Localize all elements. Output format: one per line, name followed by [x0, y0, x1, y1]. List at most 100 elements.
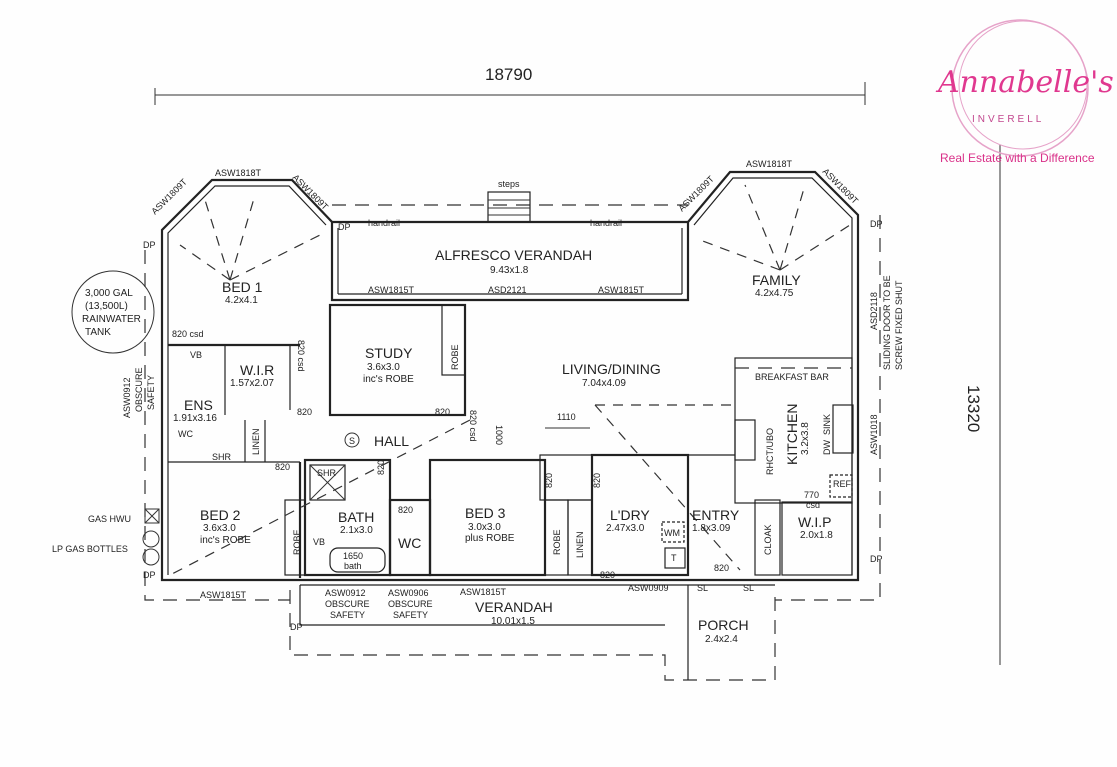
- labels-d820csd-label: 820 csd: [172, 329, 204, 339]
- labels-dp-label: DP: [338, 222, 351, 232]
- labels-bath-label: bath: [344, 561, 362, 571]
- rainwater-tank: 3,000 GAL (13,500L) RAINWATER TANK: [71, 270, 155, 354]
- labels-sl-label: SL: [697, 583, 708, 593]
- labels-dp-label: DP: [870, 219, 883, 229]
- labels-asw1018-label: ASW1018: [869, 414, 879, 455]
- labels-linen-label: LINEN: [575, 531, 585, 558]
- room-bath: BATH: [338, 509, 374, 525]
- labels-sink-label: SINK: [822, 414, 832, 435]
- room-entry: ENTRY: [692, 507, 740, 523]
- labels-robe-label: ROBE: [292, 529, 302, 555]
- labels-vb-label: VB: [313, 537, 325, 547]
- labels-asw1815t-label: ASW1815T: [200, 590, 247, 600]
- labels-tank1-label: 3,000 GAL: [85, 288, 133, 299]
- labels-tr-label: T: [671, 553, 677, 563]
- room-wc: WC: [398, 535, 421, 551]
- bed3-note-label: plus ROBE: [465, 533, 515, 544]
- labels-asw1809t-label: ASW1809T: [821, 166, 861, 206]
- room-study: STUDY: [365, 345, 413, 361]
- entry-size-label: 1.8x3.09: [692, 523, 731, 534]
- room-ldry: L'DRY: [610, 507, 650, 523]
- overall-depth-dimension: 13320: [964, 145, 1001, 665]
- labels-d1000-label: 1000: [494, 425, 504, 445]
- labels-asw1818t-label: ASW1818T: [746, 159, 793, 169]
- logo-tagline-label: Real Estate with a Difference: [940, 151, 1095, 165]
- labels-asw0912-label: ASW0912: [122, 377, 132, 418]
- room-wip: W.I.P: [798, 514, 831, 530]
- labels-d820csd-label: 820 csd: [468, 410, 478, 442]
- bed2-note-label: inc's ROBE: [200, 535, 251, 546]
- wip-size-label: 2.0x1.8: [800, 530, 833, 541]
- interior-walls: [168, 303, 854, 578]
- labels-dp-label: DP: [143, 240, 156, 250]
- labels-tank2-label: (13,500L): [85, 301, 128, 312]
- labels-ref-label: REF: [833, 479, 852, 489]
- bed1-size-label: 4.2x4.1: [225, 295, 258, 306]
- labels-shr-label: SHR: [212, 452, 232, 462]
- labels-d820-label: 820: [714, 563, 729, 573]
- room-bed2: BED 2: [200, 507, 241, 523]
- labels-d820-label: 820: [544, 473, 554, 488]
- room-hall: HALL: [374, 433, 409, 449]
- room-family: FAMILY: [752, 272, 801, 288]
- labels-asw0909-label: ASW0909: [628, 583, 669, 593]
- labels-d820-label: 820: [297, 407, 312, 417]
- labels-csd-label: csd: [806, 500, 820, 510]
- ldry-size-label: 2.47x3.0: [606, 523, 645, 534]
- labels-asw1815t-label: ASW1815T: [598, 285, 645, 295]
- room-bed3: BED 3: [465, 505, 506, 521]
- labels-asw1809t-label: ASW1809T: [149, 176, 189, 216]
- dimensions-width-label: 18790: [485, 65, 532, 84]
- labels-dp-label: DP: [870, 554, 883, 564]
- labels-obscure-label: OBSCURE: [134, 367, 144, 412]
- labels-shr-label: SHR: [317, 468, 337, 478]
- labels-sl-label: SL: [743, 583, 754, 593]
- labels-rh-label: RHCT/UBO: [765, 428, 775, 475]
- labels-tank4-label: TANK: [85, 327, 111, 338]
- lp-gas-bottles: LP GAS BOTTLES: [52, 530, 160, 566]
- labels-dw-label: DW: [822, 440, 832, 455]
- labels-obscure-label: OBSCURE: [388, 599, 433, 609]
- labels-smoke-label: S: [349, 436, 355, 446]
- labels-asw1809t-label: ASW1809T: [676, 173, 716, 213]
- labels-dp-label: DP: [290, 622, 303, 632]
- labels-tank3-label: RAINWATER: [82, 314, 141, 325]
- alfresco-size-label: 9.43x1.8: [490, 265, 529, 276]
- labels-asd2121-label: ASD2121: [488, 285, 527, 295]
- study-size-label: 3.6x3.0: [367, 362, 400, 373]
- ens-size-label: 1.91x3.16: [173, 413, 217, 424]
- bath-size-label: 2.1x3.0: [340, 525, 373, 536]
- family-size-label: 4.2x4.75: [755, 288, 794, 299]
- gas-hwu: GAS HWU: [88, 508, 160, 524]
- eaves-outline: [144, 204, 881, 601]
- labels-d820-label: 820: [600, 570, 615, 580]
- agency-logo: Annabelle's INVERELL Real Estate with a …: [935, 19, 1114, 165]
- living-size-label: 7.04x4.09: [582, 378, 626, 389]
- labels-breakfast-bar-label: BREAKFAST BAR: [755, 372, 829, 382]
- labels-cloak-label: CLOAK: [763, 524, 773, 555]
- bed3-size-label: 3.0x3.0: [468, 522, 501, 533]
- labels-dp-label: DP: [143, 570, 156, 580]
- labels-lp-gas-label: LP GAS BOTTLES: [52, 544, 128, 554]
- room-ens: ENS: [184, 397, 213, 413]
- room-wir: W.I.R: [240, 362, 274, 378]
- labels-d820-label: 820: [592, 473, 602, 488]
- labels-gas-hwu-label: GAS HWU: [88, 514, 131, 524]
- room-porch: PORCH: [698, 617, 749, 633]
- window-door-annotations: steps handrail handrail DP DP DP DP DP D…: [122, 159, 904, 632]
- labels-d820-label: 820: [376, 460, 386, 475]
- labels-linen-label: LINEN: [251, 428, 261, 455]
- labels-wc-label: WC: [178, 429, 193, 439]
- labels-sliding2-label: SCREW FIXED SHUT: [894, 280, 904, 370]
- porch-size-label: 2.4x2.4: [705, 634, 738, 645]
- labels-handrail-label: handrail: [368, 218, 400, 228]
- labels-d820csd-label: 820 csd: [296, 340, 306, 372]
- kitchen-size-label: 3.2x3.8: [800, 422, 811, 455]
- labels-safety-label: SAFETY: [393, 610, 428, 620]
- logo-sub-label: INVERELL: [972, 114, 1044, 125]
- labels-asw1809t-label: ASW1809T: [291, 172, 331, 212]
- labels-safety-label: SAFETY: [146, 375, 156, 410]
- study-note-label: inc's ROBE: [363, 374, 414, 385]
- room-labels: BED 1 4.2x4.1 ALFRESCO VERANDAH 9.43x1.8…: [173, 247, 833, 645]
